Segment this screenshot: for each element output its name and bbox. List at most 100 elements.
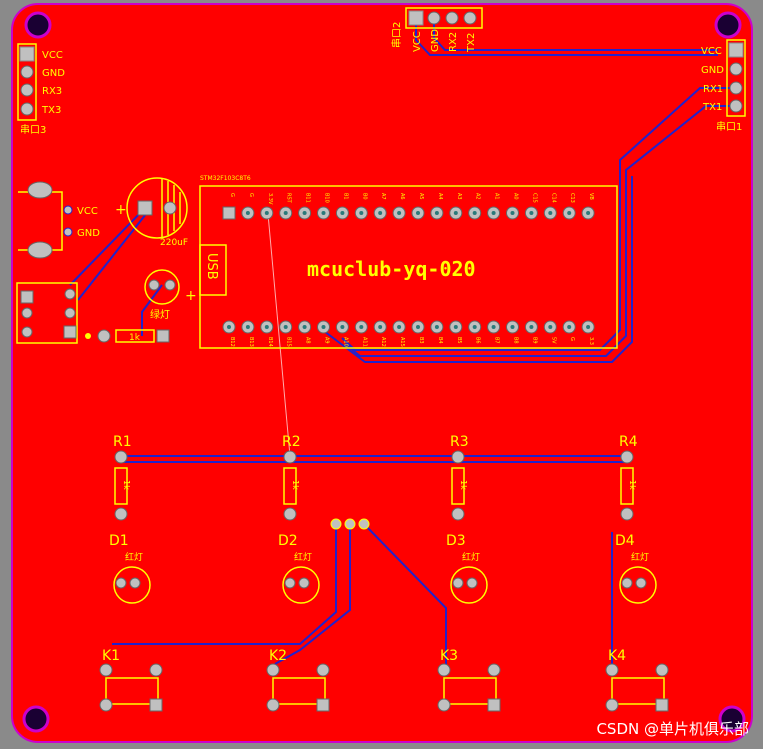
mcu-top-pin-label: C14: [550, 193, 556, 203]
key-switch: K2: [266, 648, 330, 712]
pin-hole: [302, 211, 307, 215]
pin: [283, 450, 297, 464]
jack-pad: [27, 181, 53, 199]
pin-hole: [283, 325, 288, 329]
pin: [729, 62, 743, 76]
resistor-designator: R1: [113, 434, 132, 450]
mcu-bottom-pin-label: B4: [437, 337, 443, 344]
mcu-bottom-pin-label: B15: [286, 337, 292, 347]
resistor-value: 1k: [291, 480, 300, 490]
led-label: 绿灯: [150, 308, 170, 321]
resistor-value: 1k: [129, 333, 141, 343]
pin-hole: [472, 211, 477, 215]
pin: [163, 201, 177, 215]
key-label: K2: [269, 648, 287, 664]
usb-outline: [199, 244, 227, 296]
mounting-hole: [24, 11, 52, 39]
pin: [344, 518, 356, 530]
pin-hole: [416, 211, 420, 215]
led-outline: [144, 269, 180, 305]
pin-square: [19, 46, 35, 62]
pin-hole: [491, 325, 496, 329]
pin-hole: [321, 211, 326, 215]
board-outline: [11, 3, 753, 743]
pin-hole: [434, 211, 439, 215]
pin-hole: [359, 211, 364, 215]
mcu-top-pin-label: A6: [399, 193, 405, 200]
pin-hole: [453, 325, 458, 329]
mcu-top-pin-label: VB: [588, 193, 594, 200]
led-designator: D1: [109, 533, 129, 549]
pin: [298, 577, 310, 589]
jack-pin-label: VCC: [77, 206, 98, 217]
pin-hole: [227, 325, 231, 329]
pin-hole: [245, 325, 250, 329]
ratsnest-line: [267, 213, 291, 457]
uart1-pin-label: GND: [701, 65, 724, 76]
resistor-body: [283, 467, 297, 505]
mcu-top-pin-label: A4: [437, 193, 443, 200]
mcu-top-pin-label: B11: [305, 193, 311, 203]
uart3-label: 串口3: [20, 124, 46, 136]
led-label: 红灯: [294, 551, 312, 563]
trace: [319, 176, 633, 363]
key-label: K4: [608, 648, 626, 664]
capacitor-outline: [126, 177, 188, 239]
pin: [463, 11, 477, 25]
pin-hole: [586, 325, 591, 329]
mounting-hole: [718, 705, 746, 733]
mcu-bottom-pin-label: B12: [229, 337, 235, 347]
pin-hole: [548, 211, 553, 215]
resistor-value: 1k: [122, 480, 131, 490]
pin: [358, 518, 370, 530]
resistor-value: 1k: [459, 480, 468, 490]
pin-hole: [472, 325, 477, 329]
led-label: 红灯: [125, 551, 143, 563]
pin: [99, 663, 113, 677]
pin-hole: [264, 211, 269, 215]
led-designator: D4: [615, 533, 635, 549]
header-outline: [405, 7, 483, 29]
switch-outline: [16, 282, 78, 344]
mcu-bottom-pin-label: A11: [361, 337, 367, 347]
pin: [330, 518, 342, 530]
mcu-top-pin-label: 3.3V: [267, 193, 273, 205]
uart2-pin-label: GND: [430, 29, 441, 52]
mcu-title: mcuclub-yq-020: [307, 257, 476, 281]
trace: [112, 524, 337, 645]
pin: [20, 65, 34, 79]
mcu-top-pin-label: A1: [494, 193, 500, 200]
pin: [148, 279, 160, 291]
pin-square: [149, 698, 163, 712]
pin-hole: [245, 211, 250, 215]
pin-hole: [529, 211, 534, 215]
led-polarity: +: [185, 288, 197, 304]
resistor-body: [620, 467, 634, 505]
pin: [437, 663, 451, 677]
mcu-bottom-pin-label: B7: [494, 337, 500, 344]
marker-dot: [85, 333, 91, 339]
key-label: K1: [102, 648, 120, 664]
uart1-label: 串口1: [716, 121, 742, 133]
led-outline: [282, 566, 320, 604]
mcu-bottom-pin-label: B6: [475, 337, 481, 344]
pin: [451, 507, 465, 521]
pin: [605, 698, 619, 712]
pin-square: [63, 325, 77, 339]
uart3-pin-label: TX3: [41, 105, 61, 116]
mcu-top-pin-label: A0: [513, 193, 519, 200]
mcu-top-pin-label: A3: [456, 193, 462, 200]
pin: [316, 663, 330, 677]
mounting-hole: [22, 705, 50, 733]
pin: [635, 577, 647, 589]
mcu-bottom-pin-label: 3.3: [588, 337, 594, 345]
mcu-bottom-pin-label: A15: [399, 337, 405, 347]
pin: [97, 329, 111, 343]
pin-hole: [378, 325, 383, 329]
mcu-bottom-pin-label: B8: [513, 337, 519, 344]
mcu-bottom-pin-label: B14: [267, 337, 273, 347]
key-outline: [105, 677, 159, 705]
